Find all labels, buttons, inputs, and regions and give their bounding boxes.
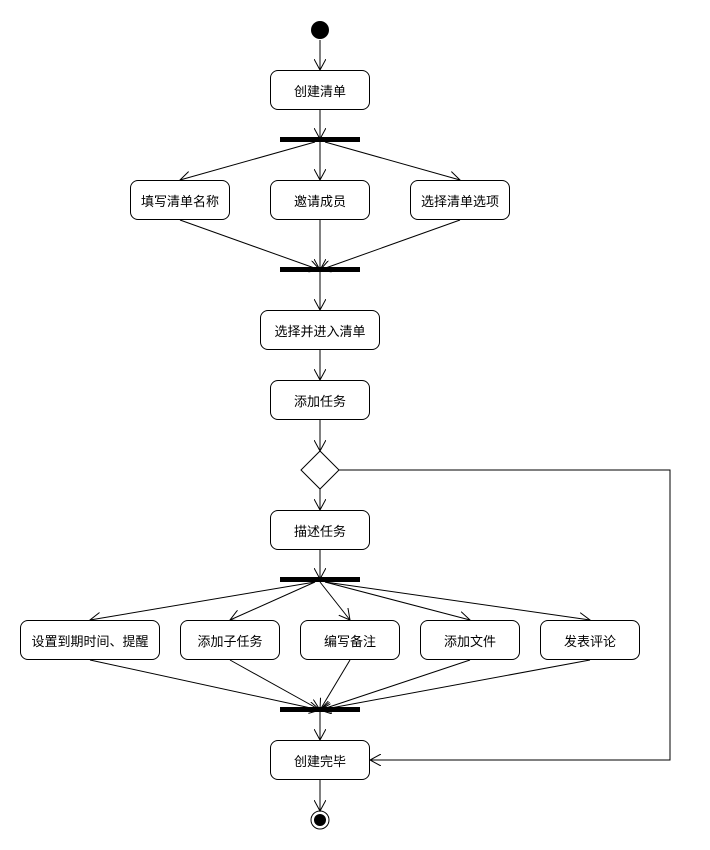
join-bar-1: [280, 267, 360, 272]
activity-create-done: 创建完毕: [270, 740, 370, 780]
edge-fill-name-to-join1: [179, 219, 320, 270]
edge-decision-to-done: [339, 469, 671, 760]
activity-invite-members: 邀请成员: [270, 180, 370, 220]
edge-fork1-to-fill-name: [180, 141, 316, 180]
edge-fork2-to-post-comment: [324, 581, 590, 620]
edge-fork2-to-set-due: [90, 581, 316, 620]
activity-write-note: 编写备注: [300, 620, 400, 660]
activity-fill-list-name: 填写清单名称: [130, 180, 230, 220]
activity-describe-task: 描述任务: [270, 510, 370, 550]
edge-fork2-to-write-note: [319, 581, 350, 620]
fork-bar-1: [280, 137, 360, 142]
initial-node: [311, 21, 329, 39]
activity-set-due-reminder: 设置到期时间、提醒: [20, 620, 160, 660]
edge-select-options-to-join1: [320, 219, 461, 270]
final-node-inner: [314, 814, 326, 826]
activity-select-list-options: 选择清单选项: [410, 180, 510, 220]
edge-fork2-to-add-subtask: [230, 581, 316, 620]
fork-bar-2: [280, 577, 360, 582]
activity-add-file: 添加文件: [420, 620, 520, 660]
edge-add-subtask-to-join2: [229, 659, 320, 710]
activity-create-list: 创建清单: [270, 70, 370, 110]
join-bar-2: [280, 707, 360, 712]
activity-select-and-enter-list: 选择并进入清单: [260, 310, 380, 350]
activity-add-task: 添加任务: [270, 380, 370, 420]
activity-add-subtask: 添加子任务: [180, 620, 280, 660]
edge-write-note-to-join2: [320, 659, 351, 710]
activity-post-comment: 发表评论: [540, 620, 640, 660]
edge-set-due-to-join2: [89, 659, 320, 710]
edge-add-file-to-join2: [320, 659, 471, 710]
decision-node: [300, 450, 340, 490]
edge-post-comment-to-join2: [320, 659, 591, 710]
edge-fork2-to-add-file: [324, 581, 470, 620]
edge-fork1-to-select-options: [324, 141, 460, 180]
